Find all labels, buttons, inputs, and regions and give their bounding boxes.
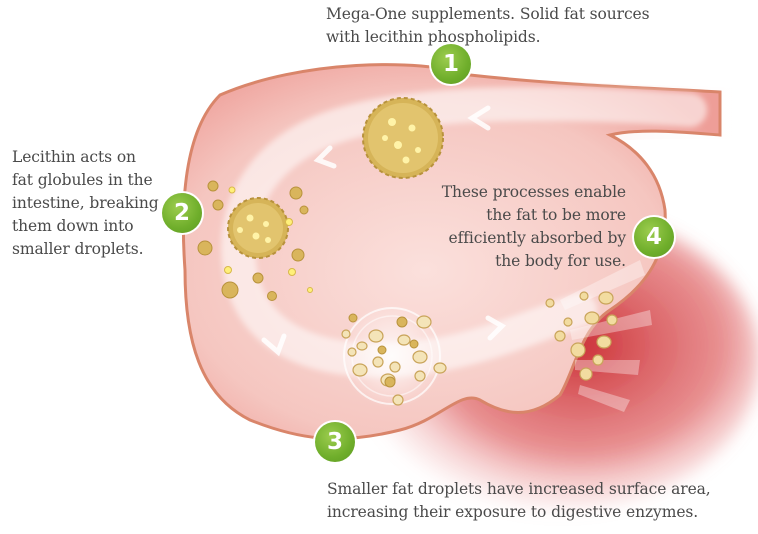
step-3-caption: Smaller fat droplets have increased surf… <box>327 480 711 521</box>
flow-arrow-icon <box>261 105 507 357</box>
breaking-fat-globule-icon <box>227 197 289 259</box>
step-2-badge: 2 <box>162 193 202 233</box>
droplet-cluster <box>340 304 447 408</box>
step-4-badge: 4 <box>634 217 674 257</box>
step-2-caption: Lecithin acts on fat globules in the int… <box>12 148 159 258</box>
step-1-badge: 1 <box>431 44 471 84</box>
large-fat-globule-icon <box>362 97 444 179</box>
small-lecithin-droplets <box>224 186 313 293</box>
step-1-caption: Mega-One supplements. Solid fat sources … <box>326 5 650 46</box>
step-4-caption: These processes enable the fat to be mor… <box>441 183 626 270</box>
fat-droplet-icon <box>197 180 309 301</box>
step-3-badge: 3 <box>315 422 355 462</box>
absorbed-droplets <box>545 260 652 412</box>
